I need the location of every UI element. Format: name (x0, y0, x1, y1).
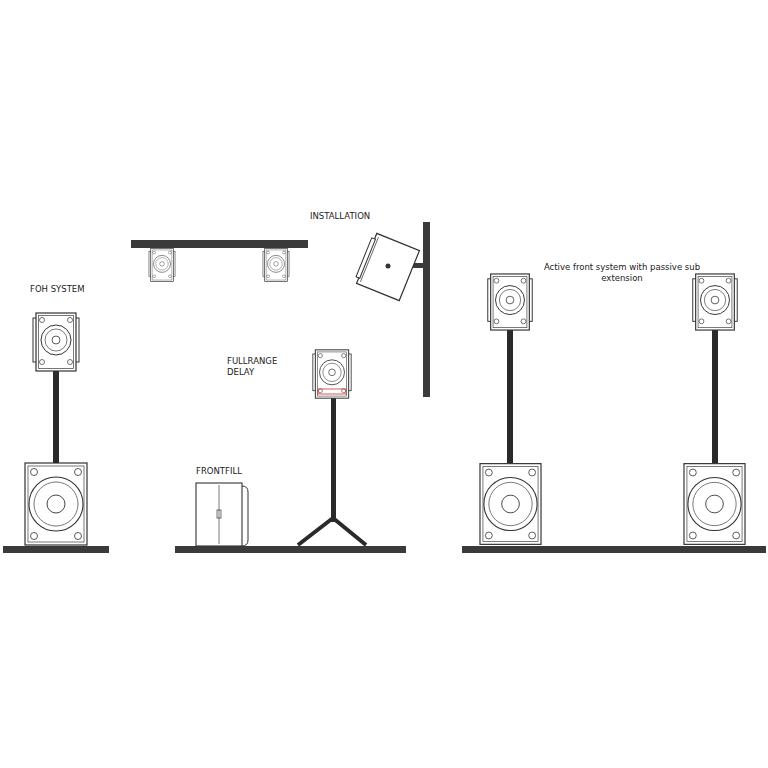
caption-note: Active front system with passive sub ext… (542, 262, 702, 284)
ceiling-speaker (149, 249, 175, 282)
ceiling-bar (131, 240, 308, 248)
top-speaker (33, 313, 79, 371)
tripod-legs (298, 518, 366, 545)
section-label: FRONTFILL (196, 466, 276, 477)
speaker-pole (712, 330, 718, 463)
speaker-pole (53, 370, 59, 463)
ceiling-speaker (263, 249, 289, 282)
section-label: INSTALLATION (310, 211, 400, 222)
wall-speaker (354, 232, 420, 300)
section-label: FULLRANGE DELAY (227, 356, 289, 378)
speaker-pole (507, 330, 513, 463)
active-top-speaker (488, 274, 532, 330)
stand-adapter (318, 389, 346, 394)
floor-bar (175, 546, 406, 553)
section-label: FOH SYSTEM (30, 284, 120, 295)
passive-subwoofer (684, 464, 745, 545)
passive-subwoofer (480, 464, 541, 545)
mount-pivot (386, 264, 391, 269)
wall (423, 222, 430, 397)
delay-speaker (313, 350, 351, 398)
floor-bar (462, 546, 766, 553)
stand-pole (331, 397, 336, 522)
subwoofer (25, 463, 87, 545)
floor-bar (3, 546, 109, 553)
frontfill-speaker (196, 483, 248, 546)
active-top-speaker (693, 274, 737, 330)
